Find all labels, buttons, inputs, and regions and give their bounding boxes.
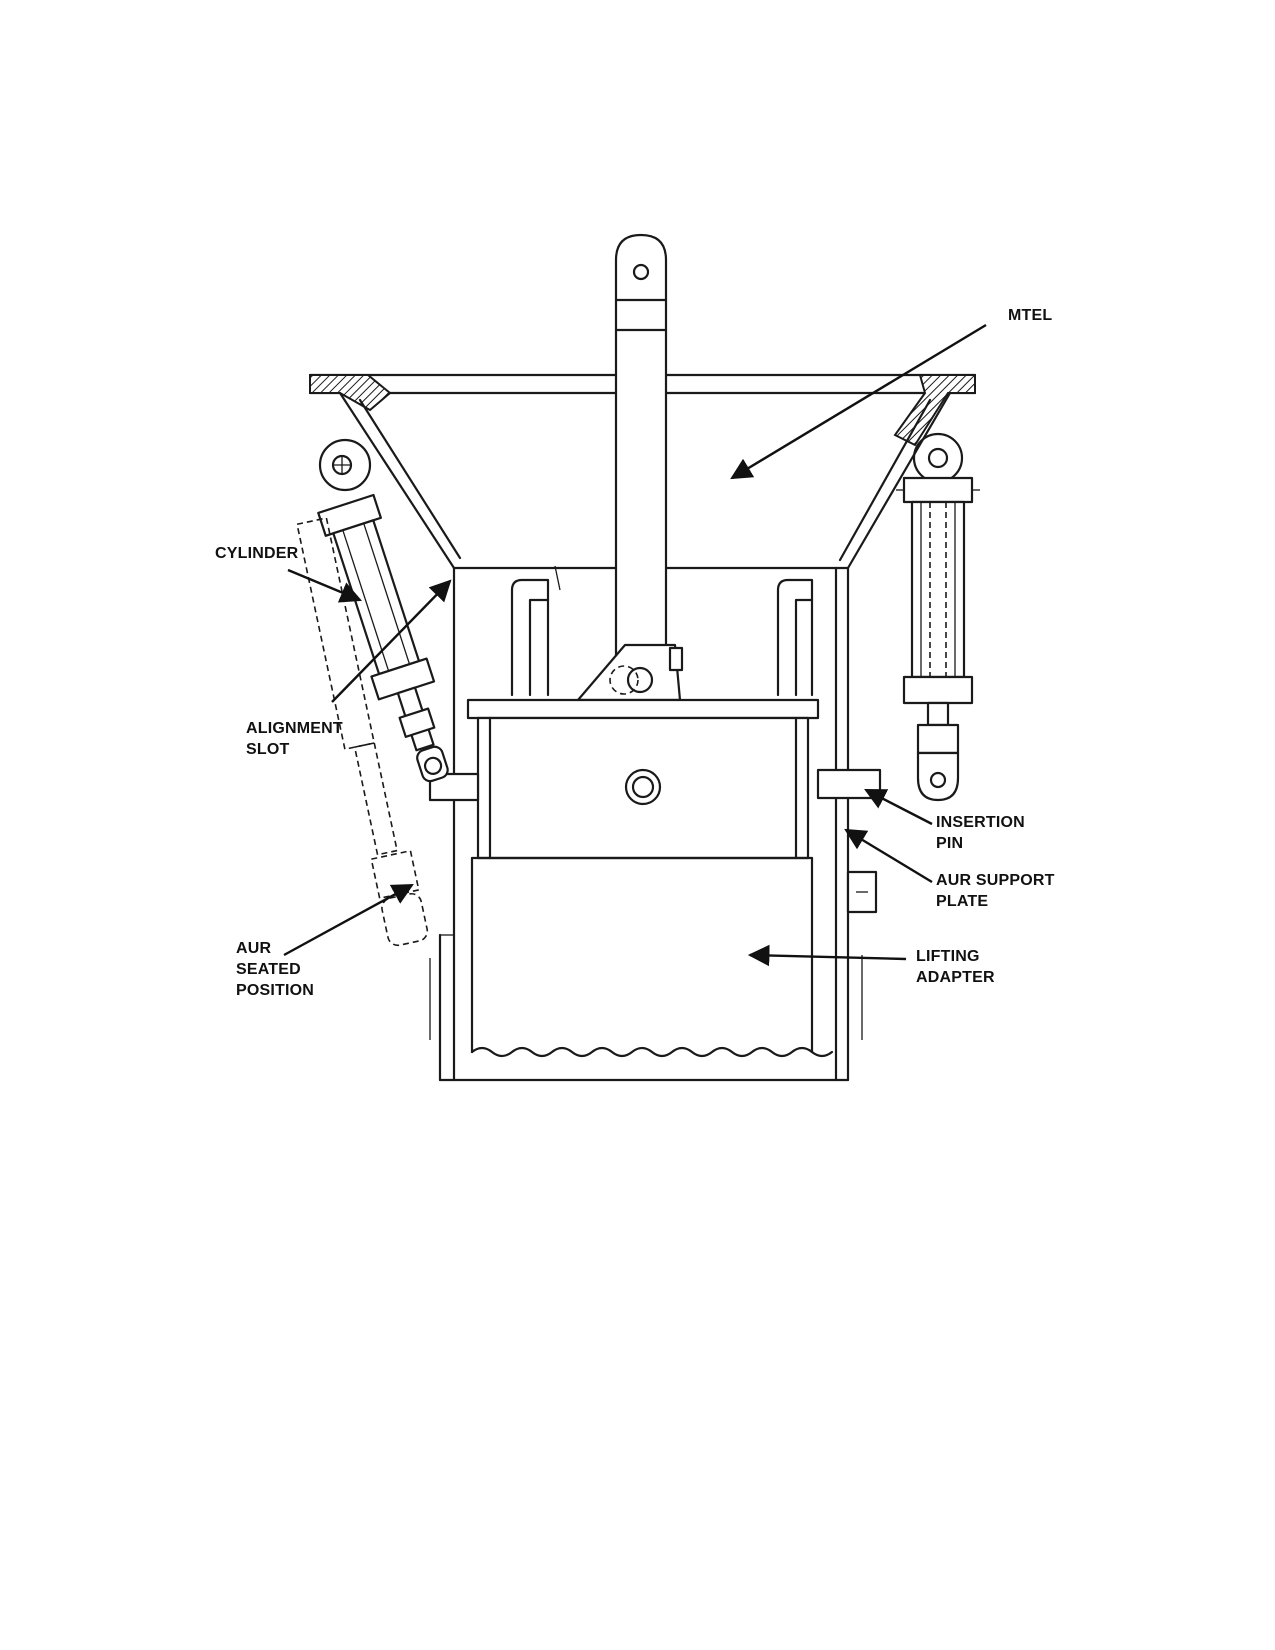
left-cylinder — [296, 438, 449, 947]
label-aur-support-plate: AUR SUPPORT PLATE — [936, 870, 1055, 912]
label-aur-seated-position-line1: AUR — [236, 940, 272, 957]
right-cylinder — [896, 432, 980, 802]
label-cylinder: CYLINDER — [215, 545, 299, 562]
label-aur-seated-position-line2: SEATED — [236, 961, 301, 978]
lifting-adapter — [466, 698, 834, 1058]
lifting-bail — [576, 233, 684, 702]
mtel-funnel — [308, 373, 977, 591]
label-aur-seated-position-line3: POSITION — [236, 982, 315, 999]
label-insertion-pin-line2: PIN — [936, 835, 964, 852]
guide-rails — [510, 578, 814, 697]
label-lifting-adapter-line2: ADAPTER — [916, 969, 995, 986]
label-alignment-slot: ALIGNMENT SLOT — [246, 718, 343, 760]
label-insertion-pin-line1: INSERTION — [936, 814, 1025, 831]
label-alignment-slot-line1: ALIGNMENT — [246, 720, 343, 737]
label-aur-support-plate-line1: AUR SUPPORT — [936, 872, 1055, 889]
label-lifting-adapter-line1: LIFTING — [916, 948, 980, 965]
mtel-tube — [429, 566, 863, 1082]
label-lifting-adapter: LIFTING ADAPTER — [916, 946, 995, 988]
label-aur-seated-position: AUR SEATED POSITION — [236, 938, 314, 1001]
label-mtel: MTEL — [1008, 307, 1053, 324]
label-insertion-pin: INSERTION PIN — [936, 812, 1025, 854]
label-alignment-slot-line2: SLOT — [246, 741, 290, 758]
label-aur-support-plate-line2: PLATE — [936, 893, 989, 910]
leader-lines — [283, 323, 987, 967]
